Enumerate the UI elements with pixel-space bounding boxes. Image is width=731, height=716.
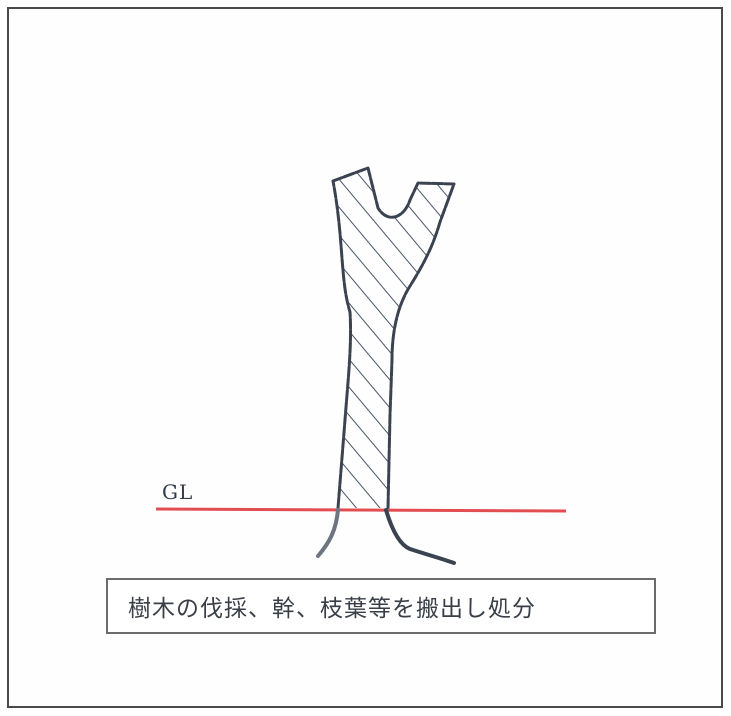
caption-text: 樹木の伐採、幹、枝葉等を搬出し処分: [128, 596, 536, 622]
root-right: [384, 508, 456, 565]
root-left: [316, 508, 340, 558]
trunk-outline: [331, 166, 456, 510]
ground-line: [155, 507, 567, 513]
ground-level-label: GL: [162, 480, 194, 504]
caption-box: 樹木の伐採、幹、枝葉等を搬出し処分: [106, 578, 656, 634]
